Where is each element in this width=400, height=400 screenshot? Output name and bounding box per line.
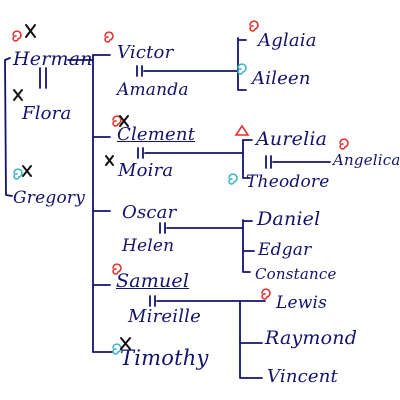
marriage-aurelia-theodore <box>265 155 272 169</box>
person-moira: Moira <box>118 160 174 181</box>
cyan-spiral-icon <box>13 168 23 180</box>
person-timothy: Timothy <box>120 346 209 370</box>
cyan-spiral-icon <box>228 173 238 185</box>
person-constance: Constance <box>255 265 337 283</box>
person-aurelia: Aurelia <box>256 128 328 150</box>
cyan-spiral-icon <box>237 63 247 75</box>
death-cross-icon <box>25 24 36 38</box>
marriage-clement-moira <box>137 147 144 159</box>
bracket-victor-children <box>237 37 247 91</box>
person-gregory: Gregory <box>13 188 86 208</box>
person-victor: Victor <box>117 42 174 63</box>
death-cross-icon <box>119 115 129 127</box>
person-clement: Clement <box>117 124 196 145</box>
red-spiral-icon <box>104 31 114 43</box>
death-cross-icon <box>13 89 23 101</box>
person-daniel: Daniel <box>257 208 321 230</box>
red-spiral-icon <box>261 288 271 300</box>
red-spiral-icon <box>339 138 349 150</box>
person-theodore: Theodore <box>246 172 330 192</box>
bracket-oscar-children <box>242 219 251 273</box>
person-samuel: Samuel <box>116 270 190 292</box>
death-cross-icon <box>120 337 131 350</box>
person-lewis: Lewis <box>276 293 328 313</box>
red-spiral-icon <box>112 115 122 127</box>
death-cross-icon <box>22 165 32 177</box>
marriage-oscar-helen <box>159 222 166 234</box>
bracket-clement-children <box>242 139 251 179</box>
marriage-herman-flora <box>39 67 47 89</box>
marriage-samuel-mireille <box>149 295 156 307</box>
person-oscar: Oscar <box>122 202 177 223</box>
person-helen: Helen <box>122 236 175 256</box>
person-amanda: Amanda <box>117 80 189 100</box>
person-raymond: Raymond <box>265 327 358 349</box>
person-edgar: Edgar <box>258 240 312 260</box>
person-angelica: Angelica <box>333 151 400 169</box>
death-cross-icon <box>105 155 114 166</box>
cyan-spiral-icon <box>112 343 122 355</box>
line-herman-gregory <box>4 57 13 197</box>
person-vincent: Vincent <box>267 366 338 387</box>
person-flora: Flora <box>22 103 72 124</box>
red-spiral-icon <box>112 263 122 275</box>
person-aileen: Aileen <box>252 68 311 89</box>
person-herman: Herman <box>13 48 93 70</box>
bracket-samuel-children <box>239 300 263 379</box>
red-spiral-icon <box>249 20 259 32</box>
red-triangle-icon <box>234 124 250 136</box>
person-aglaia: Aglaia <box>258 30 317 51</box>
red-spiral-icon <box>12 30 22 42</box>
marriage-victor-amanda <box>136 65 143 77</box>
person-mireille: Mireille <box>128 306 201 327</box>
